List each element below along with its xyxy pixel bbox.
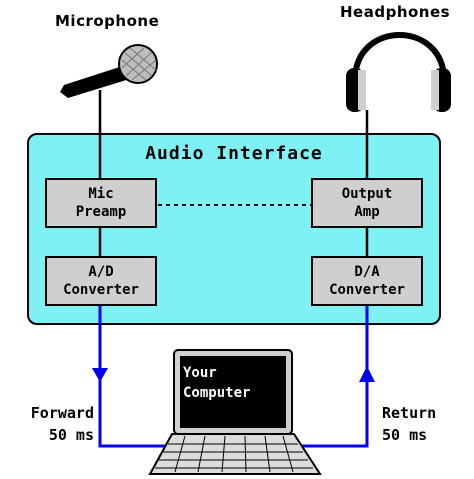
ad-converter-block: A/D Converter: [45, 256, 157, 306]
microphone-label: Microphone: [55, 12, 160, 30]
forward-arrow-icon: [92, 368, 108, 382]
return-arrow-icon: [359, 366, 375, 382]
da-converter-block: D/A Converter: [311, 256, 423, 306]
return-latency-label: Return 50 ms: [382, 404, 437, 444]
audio-interface-title: Audio Interface: [145, 143, 323, 164]
headphones-icon: [346, 32, 451, 112]
forward-latency-label: Forward 50 ms: [30, 404, 94, 444]
headphones-label: Headphones: [340, 3, 451, 21]
output-amp-block: Output Amp: [311, 178, 423, 228]
mic-preamp-block: Mic Preamp: [45, 178, 157, 228]
forward-path-line: [98, 306, 172, 448]
laptop-icon: [148, 349, 322, 475]
microphone-icon: [60, 44, 158, 98]
computer-screen-label: Your Computer: [183, 365, 251, 401]
return-path-line: [297, 306, 369, 448]
